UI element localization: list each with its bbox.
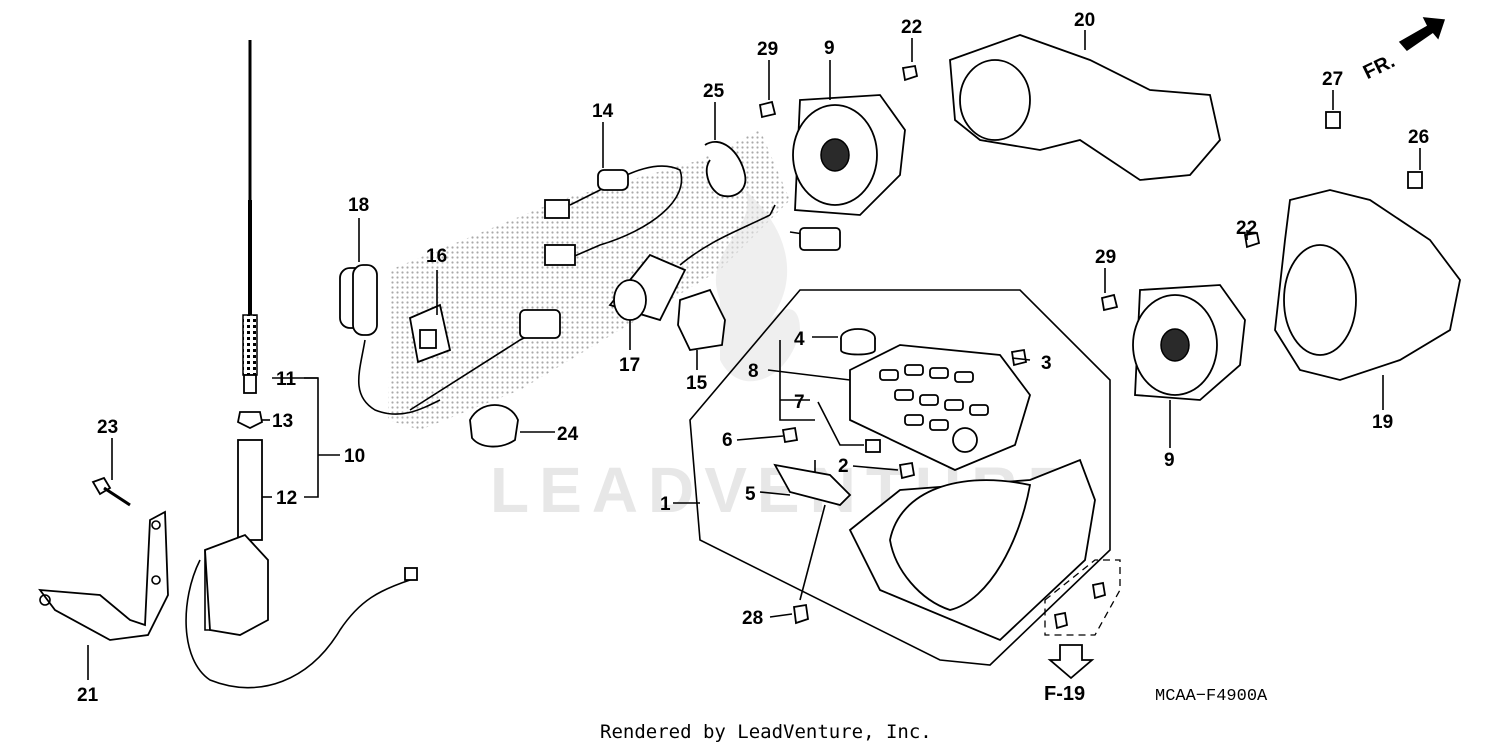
small-parts xyxy=(773,348,1028,625)
audio-unit-assembly xyxy=(689,289,1111,666)
callout-8: 8 xyxy=(748,361,759,382)
callout-1: 1 xyxy=(660,494,671,515)
clamp-24 xyxy=(469,404,519,448)
callout-2: 2 xyxy=(838,456,849,477)
callout-19: 19 xyxy=(1372,412,1393,433)
antenna-assembly xyxy=(185,40,418,689)
callout-15: 15 xyxy=(686,373,708,394)
callout-9-lower: 9 xyxy=(1164,450,1175,471)
callout-29-upper: 29 xyxy=(757,39,778,60)
speaker-upper xyxy=(792,94,906,216)
callout-21: 21 xyxy=(77,685,99,706)
callout-7: 7 xyxy=(794,392,805,413)
screws xyxy=(758,64,1423,312)
callout-22-upper: 22 xyxy=(901,17,922,38)
callout-28: 28 xyxy=(742,608,763,629)
callout-18: 18 xyxy=(348,195,369,216)
callout-22-lower: 22 xyxy=(1236,218,1257,239)
housing-20 xyxy=(949,34,1221,181)
switch-15 xyxy=(677,288,726,351)
callout-4: 4 xyxy=(794,329,805,350)
bracket-21 xyxy=(38,510,169,641)
callout-3: 3 xyxy=(1041,353,1052,374)
reference-arrow xyxy=(1047,644,1095,680)
callout-14: 14 xyxy=(592,101,614,122)
front-arrow-icon xyxy=(1398,17,1446,51)
callout-11: 11 xyxy=(276,369,297,390)
callout-20: 20 xyxy=(1074,10,1095,31)
housing-19 xyxy=(1274,189,1461,381)
front-direction-indicator: FR. xyxy=(1360,17,1446,84)
callout-12: 12 xyxy=(276,488,297,509)
callout-10: 10 xyxy=(344,446,365,467)
credit-text: Rendered by LeadVenture, Inc. xyxy=(600,721,932,743)
diagram-code: MCAA−F4900A xyxy=(1155,687,1268,706)
clip-25 xyxy=(704,140,747,198)
callout-26: 26 xyxy=(1408,127,1429,148)
leader-lines xyxy=(87,30,1421,680)
callout-17: 17 xyxy=(619,355,640,376)
screw-box xyxy=(1044,559,1121,636)
reference-label: F-19 xyxy=(1044,683,1085,705)
relay-16 xyxy=(408,303,452,364)
callout-29-lower: 29 xyxy=(1095,247,1116,268)
control-panel-8 xyxy=(849,344,1031,471)
callout-13: 13 xyxy=(272,411,293,432)
socket-17 xyxy=(608,204,841,322)
callout-16: 16 xyxy=(426,246,447,267)
callout-labels: 1 2 3 4 5 6 7 8 9 9 10 11 12 13 14 15 16… xyxy=(77,10,1429,706)
callout-24: 24 xyxy=(557,424,579,445)
callout-27: 27 xyxy=(1322,69,1343,90)
callout-25: 25 xyxy=(703,81,725,102)
harness-14 xyxy=(544,165,683,266)
callout-6: 6 xyxy=(722,430,733,451)
callout-5: 5 xyxy=(745,484,756,505)
speaker-lower xyxy=(1132,284,1246,401)
callout-23: 23 xyxy=(97,417,118,438)
plug-18 xyxy=(339,264,441,415)
callout-9-upper: 9 xyxy=(824,38,835,59)
harness-cable xyxy=(409,309,561,411)
shading-zone xyxy=(388,130,790,430)
bolt-23 xyxy=(91,476,131,507)
front-label: FR. xyxy=(1360,50,1399,84)
knob-4 xyxy=(840,328,876,356)
